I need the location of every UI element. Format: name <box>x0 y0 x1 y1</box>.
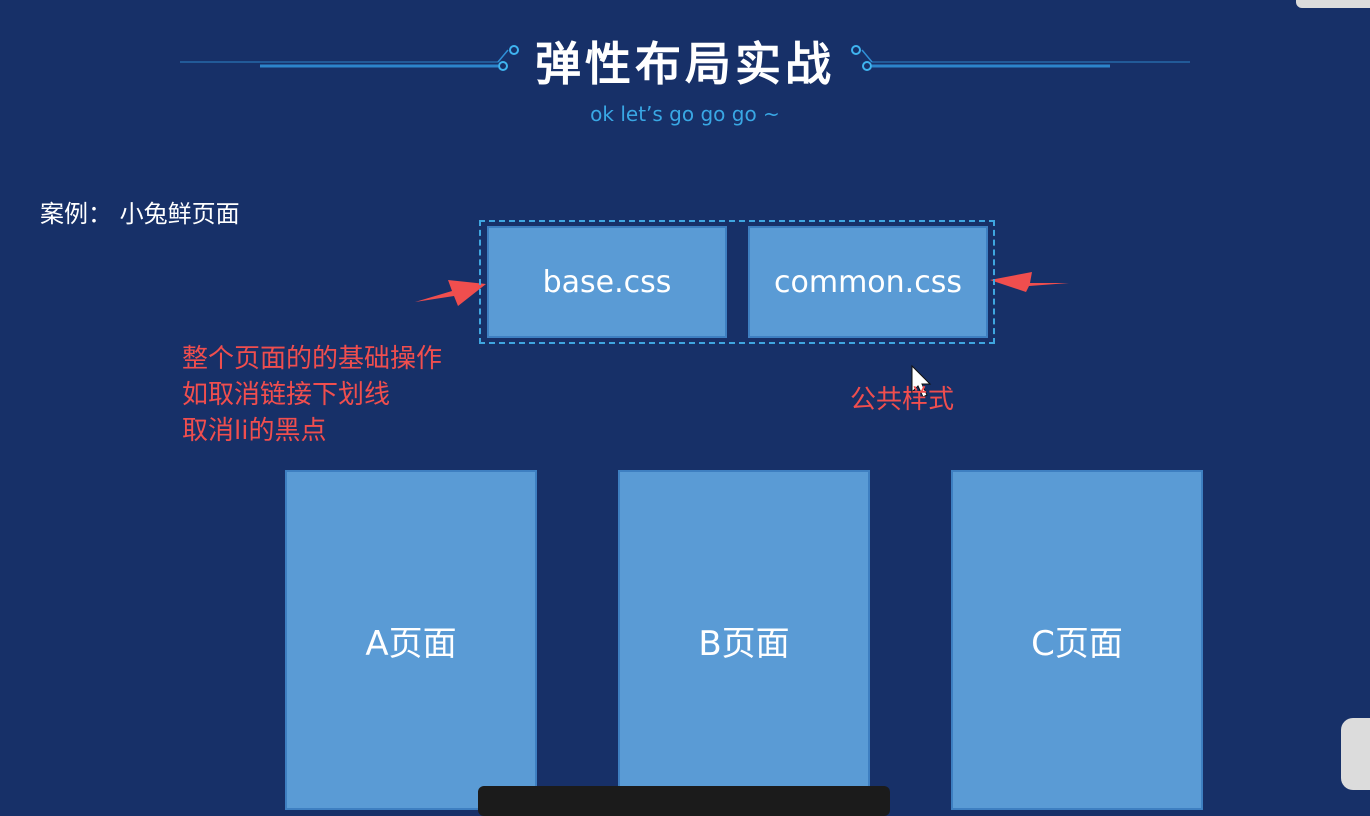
page-a-label: A页面 <box>365 623 457 664</box>
page-b-box: B页面 <box>618 470 870 810</box>
common-css-label: common.css <box>774 264 962 300</box>
css-files-frame <box>479 220 995 344</box>
page-title: 弹性布局实战 <box>535 37 835 91</box>
tv-logo-icon <box>1341 718 1370 790</box>
arrow-to-common-icon <box>990 272 1069 292</box>
arrow-to-base-icon <box>415 280 486 306</box>
title-left-decoration <box>180 45 519 71</box>
video-subtitle-bar <box>478 786 890 816</box>
base-css-note-line: 整个页面的的基础操作 <box>182 344 443 374</box>
page-b-label: B页面 <box>698 623 790 664</box>
common-css-box: common.css <box>748 226 988 338</box>
base-css-note-line: 取消li的黑点 <box>182 416 327 446</box>
base-css-label: base.css <box>542 264 672 300</box>
base-css-note-line: 如取消链接下划线 <box>182 380 391 410</box>
page-c-label: C页面 <box>1031 623 1123 664</box>
base-css-box: base.css <box>487 226 727 338</box>
common-css-note: 公共样式 <box>850 385 955 415</box>
case-label: 案例： 小兔鲜页面 <box>40 200 240 228</box>
page-c-box: C页面 <box>951 470 1203 810</box>
base-css-note: 整个页面的的基础操作 如取消链接下划线 取消li的黑点 <box>182 341 442 449</box>
page-subtitle: ok let’s go go go ~ <box>590 102 780 126</box>
page-a-box: A页面 <box>285 470 537 810</box>
mouse-cursor-icon <box>911 364 932 398</box>
title-right-decoration <box>851 45 1190 71</box>
watermark-icon <box>1296 0 1370 8</box>
